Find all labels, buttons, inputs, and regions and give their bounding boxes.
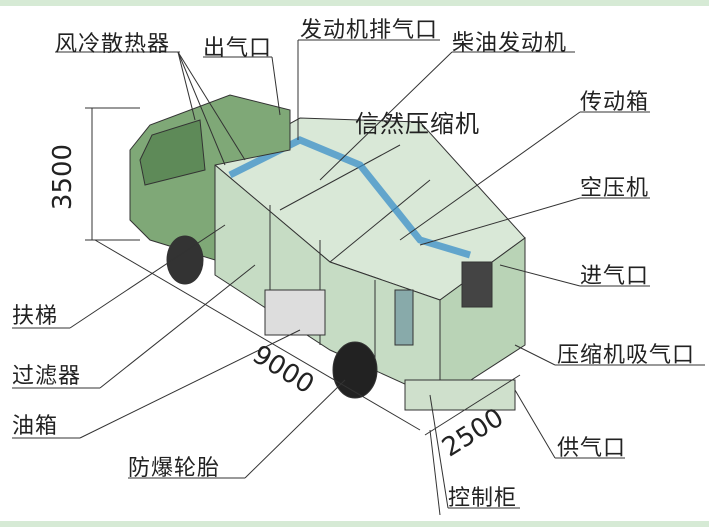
rear-wheel — [332, 341, 378, 399]
label-diesel-engine: 柴油发动机 — [452, 31, 568, 56]
label-air-compressor: 空压机 — [580, 176, 650, 201]
rear-bumper — [404, 379, 516, 411]
label-air-supply-port: 供气口 — [557, 436, 627, 461]
filter-tank — [394, 289, 414, 346]
label-air-cooled-radiator: 风冷散热器 — [55, 32, 171, 57]
intake-grille — [461, 261, 493, 308]
fuel-tank-shape — [264, 289, 326, 336]
bottom-border — [0, 521, 709, 527]
front-wheel — [166, 235, 204, 285]
label-transmission-box: 传动箱 — [580, 90, 650, 115]
label-filter: 过滤器 — [12, 364, 82, 389]
label-ladder: 扶梯 — [12, 304, 59, 329]
label-engine-exhaust: 发动机排气口 — [300, 18, 439, 43]
box-rear — [439, 237, 526, 401]
label-control-cabinet: 控制柜 — [448, 486, 518, 511]
label-fuel-tank: 油箱 — [12, 414, 59, 439]
label-compressor-intake: 压缩机吸气口 — [557, 343, 696, 368]
label-explosion-proof-tire: 防爆轮胎 — [128, 456, 221, 481]
label-air-inlet: 进气口 — [580, 264, 650, 289]
label-compressor-title: 信然压缩机 — [355, 110, 480, 138]
dimension-height: 3500 — [48, 143, 79, 211]
top-border — [0, 0, 709, 6]
label-air-outlet: 出气口 — [203, 36, 273, 61]
